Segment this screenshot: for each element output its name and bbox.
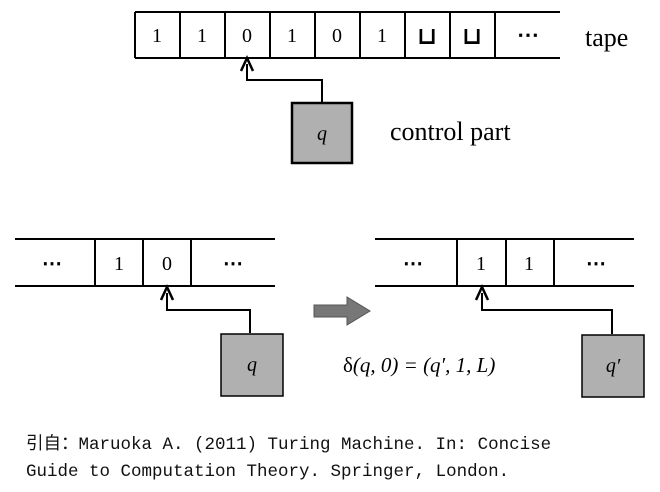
top-tape-cell: 0 (242, 25, 252, 47)
after-head-arrowhead (474, 284, 490, 301)
after-tape-cell-ellipsis: ⋯ (586, 253, 606, 275)
top-tape-cell-ellipsis: ⋯ (517, 22, 539, 47)
after-head-pointer (481, 293, 613, 334)
top-tape (134, 11, 560, 59)
after-tape-cell: 1 (524, 253, 534, 275)
tape-label: tape (585, 23, 628, 52)
control-state: q (317, 123, 327, 145)
top-tape-cell: 1 (152, 25, 162, 47)
citation-line-2: Guide to Computation Theory. Springer, L… (26, 462, 510, 482)
top-tape-cell: 1 (197, 25, 207, 47)
before-state: q (247, 354, 257, 376)
citation: 引自：Maruoka A. (2011) Turing Machine. In:… (26, 432, 656, 486)
top-tape-cell: 0 (332, 25, 342, 47)
top-head-pointer (246, 64, 323, 102)
top-tape-cell-blank: ⊔ (462, 24, 482, 50)
transition-function: δ(q, 0) = (q′, 1, L) (343, 353, 495, 377)
after-state-box (581, 334, 645, 398)
top-tape-cell: 1 (377, 25, 387, 47)
before-state-box (220, 333, 284, 397)
transition-args: (q, 0) = (q′, 1, L) (353, 353, 495, 377)
after-tape-cell-ellipsis: ⋯ (403, 253, 423, 275)
before-tape (15, 238, 275, 287)
before-head-pointer (166, 293, 251, 333)
control-part-label: control part (390, 117, 511, 146)
citation-line-1: 引自：Maruoka A. (2011) Turing Machine. In:… (26, 435, 552, 455)
transition-delta: δ (343, 353, 353, 377)
before-head-arrowhead (159, 284, 175, 301)
after-tape (375, 238, 634, 287)
top-tape-cell: 1 (287, 25, 297, 47)
top-head-arrowhead (239, 55, 255, 72)
before-tape-cell: 1 (114, 253, 124, 275)
before-tape-cell-ellipsis: ⋯ (223, 253, 243, 275)
top-tape-cell-blank: ⊔ (417, 24, 437, 50)
after-tape-cell: 1 (476, 253, 486, 275)
control-part-box (290, 101, 354, 165)
after-state: q′ (606, 355, 621, 377)
before-tape-cell-ellipsis: ⋯ (42, 253, 62, 275)
before-tape-cell: 0 (162, 253, 172, 275)
transition-arrow-icon (313, 296, 371, 326)
